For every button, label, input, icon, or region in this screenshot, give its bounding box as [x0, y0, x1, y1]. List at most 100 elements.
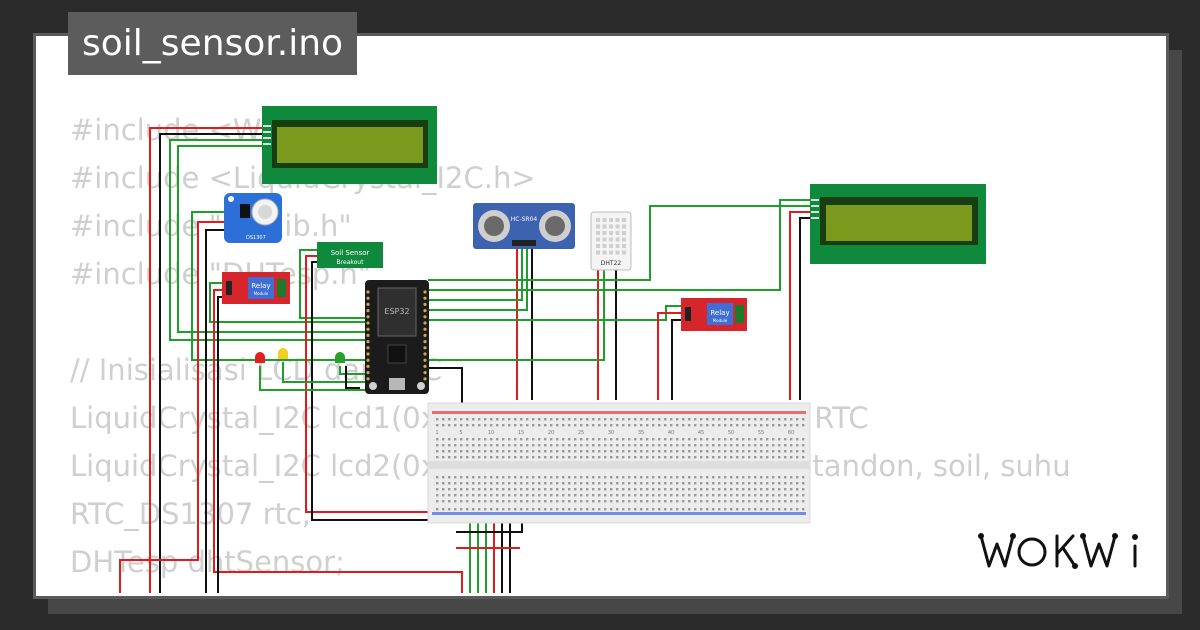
wire: [169, 139, 372, 341]
breadboard-hole: [682, 418, 685, 421]
breadboard-hole: [526, 418, 529, 421]
dht22-vent: [602, 224, 607, 229]
breadboard-hole: [706, 488, 709, 491]
breadboard-hole: [688, 450, 691, 453]
breadboard-hole: [592, 494, 595, 497]
breadboard-hole: [676, 418, 679, 421]
breadboard-hole: [472, 500, 475, 503]
breadboard-hole: [616, 488, 619, 491]
breadboard-hole: [646, 482, 649, 485]
breadboard-hole: [448, 438, 451, 441]
hcsr04-header: [512, 240, 536, 246]
reset-button[interactable]: [417, 382, 425, 390]
breadboard-hole: [604, 418, 607, 421]
breadboard-hole: [532, 418, 535, 421]
breadboard-hole: [610, 488, 613, 491]
breadboard-hole: [682, 476, 685, 479]
breadboard-hole: [532, 508, 535, 511]
breadboard-hole: [442, 494, 445, 497]
breadboard-hole: [538, 508, 541, 511]
breadboard-hole: [610, 508, 613, 511]
led-yellow[interactable]: [278, 348, 288, 359]
breadboard-hole: [472, 488, 475, 491]
breadboard-hole: [712, 424, 715, 427]
dht22-sensor[interactable]: DHT22: [590, 211, 632, 271]
breadboard-hole: [724, 456, 727, 459]
breadboard-hole: [586, 444, 589, 447]
breadboard-hole: [778, 418, 781, 421]
wire: [799, 217, 812, 400]
esp32-board[interactable]: ESP32: [365, 280, 429, 394]
esp32-pins: [366, 290, 427, 381]
breadboard-hole: [748, 508, 751, 511]
breadboard-hole: [460, 418, 463, 421]
wokwi-logo[interactable]: [975, 522, 1155, 582]
esp32-pin: [366, 327, 370, 331]
breadboard-hole: [628, 456, 631, 459]
led-red[interactable]: [255, 352, 265, 363]
relay-header: [226, 281, 232, 295]
relay-right[interactable]: Relay Module: [681, 298, 747, 331]
breadboard-hole: [448, 508, 451, 511]
breadboard-hole: [712, 488, 715, 491]
transducer-right-mesh: [545, 216, 565, 236]
breadboard-hole: [550, 488, 553, 491]
breadboard-hole: [580, 494, 583, 497]
breadboard-hole: [640, 494, 643, 497]
breadboard-hole: [544, 500, 547, 503]
usb-chip: [387, 344, 407, 364]
breadboard-hole: [652, 456, 655, 459]
relay-left[interactable]: Relay Module: [222, 272, 290, 304]
breadboard-hole: [502, 444, 505, 447]
breadboard-hole: [598, 482, 601, 485]
breadboard-hole: [706, 482, 709, 485]
breadboard-hole: [478, 444, 481, 447]
breadboard-hole: [448, 450, 451, 453]
breadboard-column-number: 10: [488, 430, 494, 436]
breadboard-hole: [466, 500, 469, 503]
wire: [149, 127, 262, 593]
breadboard-hole: [730, 438, 733, 441]
breadboard-hole: [730, 418, 733, 421]
breadboard-hole: [448, 424, 451, 427]
breadboard-hole: [670, 438, 673, 441]
breadboard-hole: [652, 424, 655, 427]
breadboard-hole: [634, 438, 637, 441]
esp32-pin: [366, 377, 370, 381]
breadboard-hole: [496, 456, 499, 459]
breadboard-hole: [694, 508, 697, 511]
breadboard-hole: [682, 450, 685, 453]
breadboard-hole: [616, 494, 619, 497]
breadboard-hole: [796, 450, 799, 453]
rtc-module[interactable]: DS1307: [224, 193, 282, 243]
breadboard-hole: [634, 482, 637, 485]
wire: [339, 366, 372, 375]
breadboard-hole: [700, 476, 703, 479]
breadboard-hole: [580, 444, 583, 447]
soil-sensor[interactable]: Soil Sensor Breakout: [317, 242, 383, 268]
breadboard-hole: [544, 488, 547, 491]
breadboard-hole: [502, 456, 505, 459]
lcd-right[interactable]: [810, 184, 986, 264]
breadboard-hole: [658, 508, 661, 511]
boot-button[interactable]: [369, 382, 377, 390]
breadboard-hole: [514, 418, 517, 421]
breadboard-hole: [766, 438, 769, 441]
breadboard-hole: [508, 450, 511, 453]
breadboard-hole: [712, 438, 715, 441]
breadboard-hole: [796, 438, 799, 441]
breadboard-hole: [592, 508, 595, 511]
ultrasonic-sensor[interactable]: HC-SR04: [473, 203, 575, 249]
breadboard-hole: [664, 424, 667, 427]
breadboard-hole: [580, 418, 583, 421]
breadboard-hole: [610, 450, 613, 453]
dht22-vent: [622, 218, 626, 222]
breadboard-hole: [436, 450, 439, 453]
breadboard-hole: [478, 450, 481, 453]
led-green[interactable]: [335, 352, 345, 363]
file-title[interactable]: soil_sensor.ino: [68, 12, 358, 75]
lcd-left[interactable]: [262, 106, 437, 184]
breadboard-hole: [724, 476, 727, 479]
